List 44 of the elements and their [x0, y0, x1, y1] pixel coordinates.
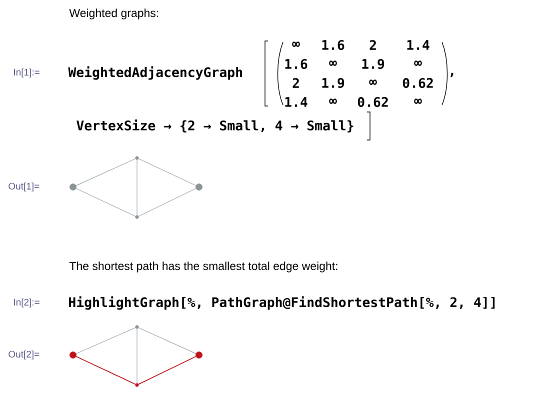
- code-text: HighlightGraph[%, PathGraph@FindShortestPath[%, 2, 4]]: [69, 296, 495, 310]
- matrix-entry: ∞: [369, 80, 377, 85]
- matrix-entry: 1.6: [322, 40, 344, 50]
- graph-vertex: [70, 184, 76, 190]
- matrix-entry: 0.62: [358, 97, 388, 107]
- matrix-entry: ∞: [329, 98, 337, 104]
- input-prompt: In[1]:=: [14, 68, 40, 78]
- matrix-entry: 2: [292, 78, 299, 88]
- graph-vertex: [70, 352, 76, 358]
- matrix-entry: 1.6: [285, 59, 308, 69]
- matrix-entry: 1.9: [362, 59, 384, 69]
- matrix-entry: 2: [370, 40, 376, 50]
- matrix-entry: ∞: [292, 42, 300, 47]
- graph-edge: [76, 158, 136, 186]
- graph-vertex: [196, 352, 202, 358]
- graph-edge: [138, 356, 196, 385]
- input-prompt: In[2]:=: [14, 298, 40, 308]
- matrix-entry: 1.4: [407, 40, 430, 50]
- graph-edge: [136, 328, 138, 384]
- matrix-entry: ∞: [414, 98, 422, 104]
- output-prompt: Out[2]=: [8, 350, 40, 360]
- matrix-entry: ∞: [329, 60, 337, 66]
- matrix-entry: 0.62: [402, 78, 433, 88]
- graph-vertex: [135, 325, 139, 329]
- graph-edge: [138, 327, 196, 354]
- graph-edge: [76, 327, 136, 354]
- text-cell: Weighted graphs:: [69, 8, 158, 20]
- code-text: VertexSize → {2 → Small, 4 → Small}: [76, 120, 354, 132]
- graph-vertex: [135, 156, 139, 160]
- output-prompt: Out[1]=: [8, 182, 40, 192]
- graph-edge: [76, 188, 136, 217]
- text-cell: The shortest path has the smallest total edge weight:: [69, 262, 338, 272]
- matrix-entry: 1.4: [285, 97, 308, 107]
- graph-edge: [138, 158, 196, 186]
- code-text: ,: [450, 72, 454, 78]
- graph-vertex: [135, 383, 139, 387]
- graph-vertex: [196, 184, 202, 190]
- graph-vertex: [135, 215, 139, 219]
- graph-edge: [138, 188, 196, 217]
- matrix-entry: 1.9: [322, 78, 344, 88]
- graph-edge: [76, 356, 136, 385]
- matrix-entry: ∞: [414, 60, 422, 66]
- graph-edge: [136, 160, 138, 216]
- code-text: WeightedAdjacencyGraph: [68, 66, 242, 80]
